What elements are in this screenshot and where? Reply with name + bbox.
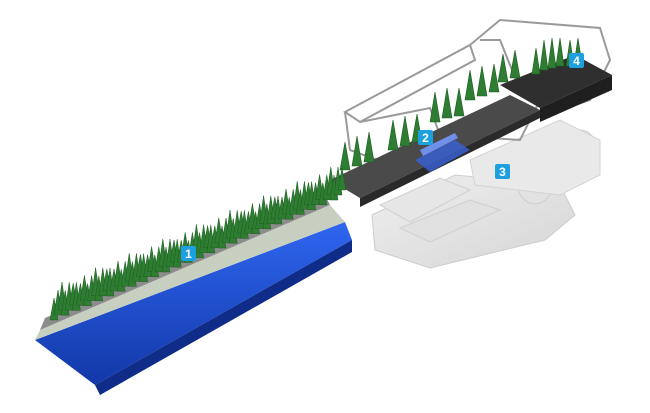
belt-plants bbox=[339, 49, 521, 171]
callout-1-label: 1 bbox=[185, 247, 192, 261]
callout-4: 4 bbox=[569, 53, 584, 68]
plant bbox=[337, 167, 347, 191]
infeed-conveyor bbox=[35, 166, 352, 395]
callout-4-label: 4 bbox=[573, 54, 580, 68]
callout-2-label: 2 bbox=[422, 131, 429, 145]
callout-3: 3 bbox=[495, 164, 510, 179]
callout-3-label: 3 bbox=[499, 165, 506, 179]
outfeed-tray bbox=[500, 37, 612, 122]
gripper-transfer bbox=[415, 133, 470, 172]
callout-1: 1 bbox=[181, 246, 196, 261]
callout-2: 2 bbox=[418, 130, 433, 145]
